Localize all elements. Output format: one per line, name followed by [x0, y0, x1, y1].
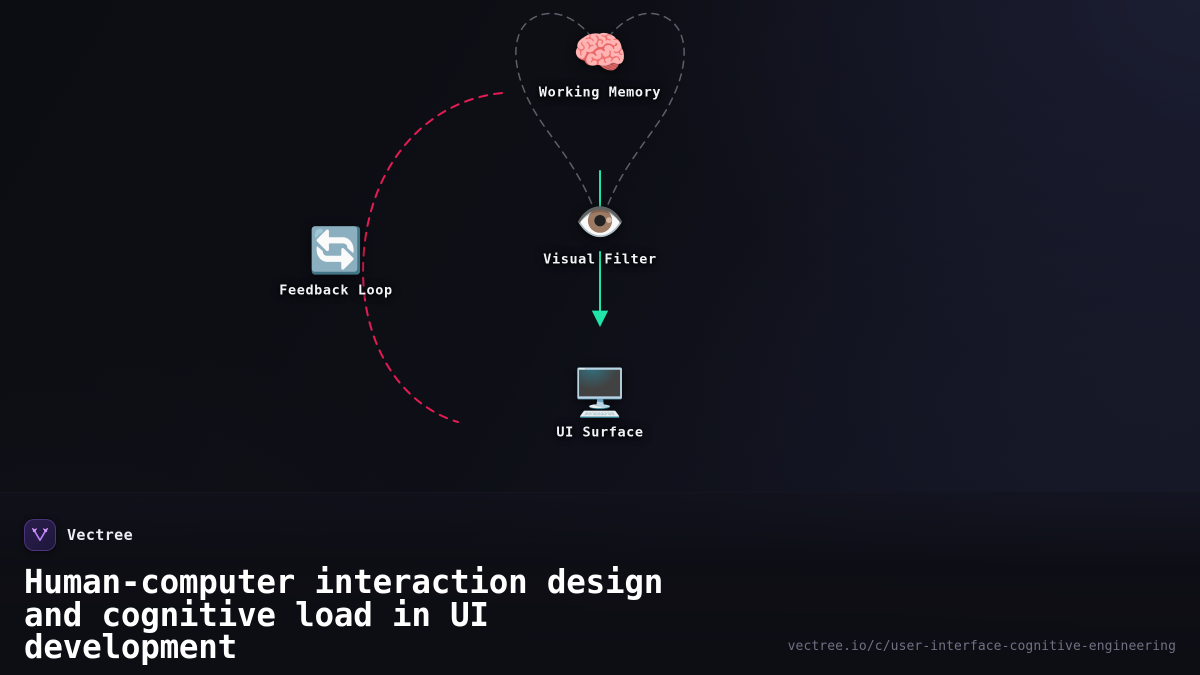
page-title: Human-computer interaction design and co…	[24, 563, 664, 666]
node-label-ui-surface: UI Surface	[556, 424, 644, 441]
brand-name: Vectree	[67, 526, 134, 544]
node-label-feedback-loop: Feedback Loop	[279, 282, 393, 299]
node-label-working-memory: Working Memory	[538, 84, 662, 101]
footer-panel: Vectree Human-computer interaction desig…	[0, 492, 1200, 675]
node-working-memory[interactable]: 🧠 Working Memory	[490, 27, 710, 101]
node-visual-filter[interactable]: 👁️ Visual Filter	[490, 203, 710, 268]
permalink-url: vectree.io/c/user-interface-cognitive-en…	[787, 639, 1176, 654]
node-ui-surface[interactable]: 🖥️ UI Surface	[490, 370, 710, 441]
counterclockwise-arrows-icon: 🔄	[308, 225, 364, 277]
eye-icon: 👁️	[575, 199, 625, 246]
vectree-logo-icon	[24, 519, 56, 551]
node-feedback-loop[interactable]: 🔄 Feedback Loop	[226, 225, 446, 299]
desktop-computer-icon: 🖥️	[571, 365, 629, 420]
brand: Vectree	[24, 519, 1176, 551]
brain-icon: 🧠	[572, 27, 628, 79]
node-label-visual-filter: Visual Filter	[543, 251, 657, 268]
concept-diagram: 🧠 Working Memory 👁️ Visual Filter 🖥️ UI …	[226, 12, 710, 441]
